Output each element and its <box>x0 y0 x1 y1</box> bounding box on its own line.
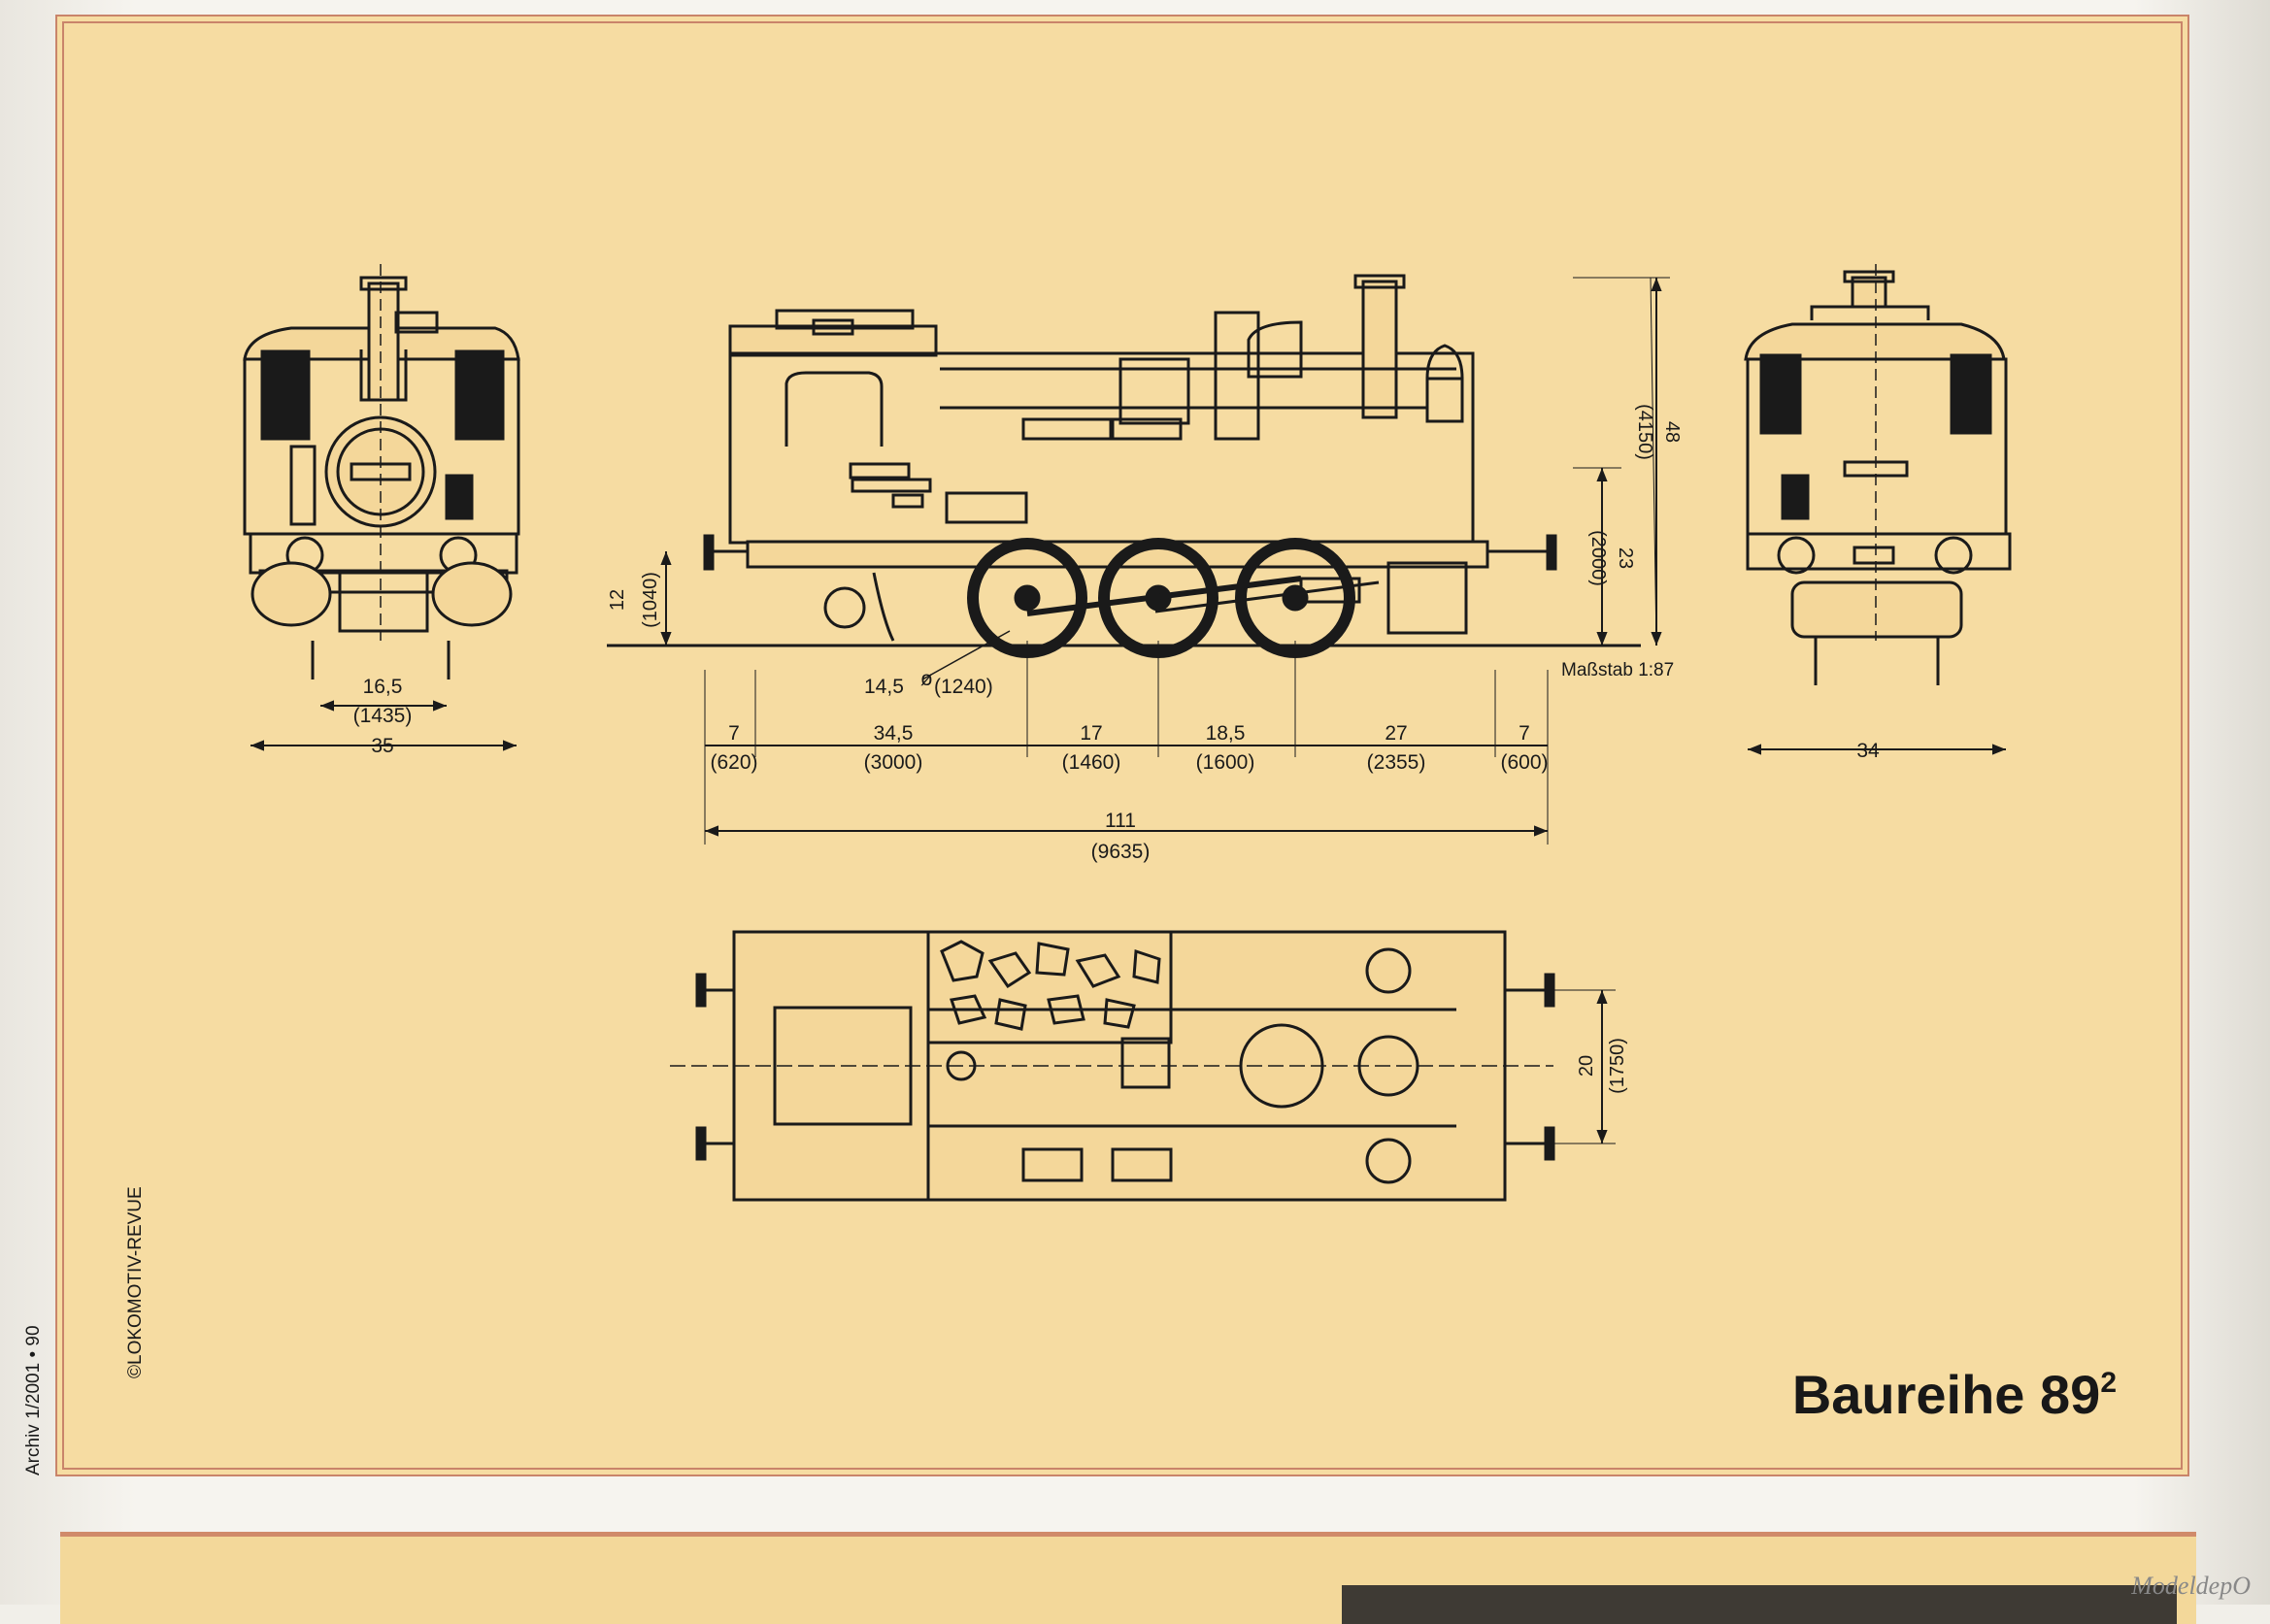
buffer-height-mm-label: (1040) <box>640 572 661 628</box>
archive-label: Archiv 1/2001 • 90 <box>23 1325 44 1475</box>
segment-6-mm-label: (600) <box>1500 751 1548 774</box>
total-length-mm-label: (9635) <box>1091 841 1151 863</box>
rear-view <box>1744 264 2012 685</box>
wheel-diameter-mm-label: (1240) <box>934 676 993 698</box>
segment-1-mm-label: (620) <box>710 751 757 774</box>
total-length-label: 111 <box>1105 810 1136 832</box>
segment-4-label: 18,5 <box>1206 722 1246 745</box>
front-view <box>243 264 520 679</box>
total-height-label: 48 <box>1661 421 1683 443</box>
front-gauge-mm-label: (1435) <box>353 705 413 727</box>
wheel-diameter-mark: ø <box>920 668 933 690</box>
wheel-diameter-label: 14,5 <box>864 676 904 698</box>
title-superscript: 2 <box>2100 1367 2117 1399</box>
top-width-label: 20 <box>1576 1055 1597 1077</box>
segment-6-label: 7 <box>1519 722 1530 745</box>
total-height-mm-label: (4150) <box>1634 404 1655 460</box>
copyright-label: ©LOKOMOTIV-REVUE <box>125 1186 146 1378</box>
top-dimensions: 20 (1750) <box>1553 989 1628 1144</box>
segment-3-mm-label: (1460) <box>1062 751 1121 774</box>
segment-4-mm-label: (1600) <box>1196 751 1255 774</box>
segment-1-label: 7 <box>728 722 740 745</box>
front-gauge-label: 16,5 <box>363 676 403 698</box>
rear-dimensions: 34 <box>1748 740 2006 762</box>
title-main: Baureihe 89 <box>1792 1364 2101 1425</box>
watermark: ModeldepO <box>2130 1572 2251 1600</box>
segment-2-label: 34,5 <box>874 722 914 745</box>
segment-2-mm-label: (3000) <box>864 751 923 774</box>
title: Baureihe 892 <box>1792 1364 2117 1425</box>
buffer-height-label: 12 <box>607 589 628 611</box>
front-width-label: 35 <box>371 735 393 757</box>
body-height-mm-label: (2000) <box>1587 530 1609 586</box>
side-view <box>703 274 1557 658</box>
segment-5-label: 27 <box>1385 722 1407 745</box>
top-width-mm-label: (1750) <box>1607 1038 1628 1094</box>
front-dimensions: 16,5 (1435) 35 <box>250 676 517 757</box>
scale-label: Maßstab 1:87 <box>1561 660 1674 680</box>
side-dimensions: 48 (4150) 23 (2000) 12 (1040) Maßstab 1:… <box>607 277 1683 863</box>
body-height-label: 23 <box>1615 547 1636 569</box>
segment-3-label: 17 <box>1080 722 1102 745</box>
segment-5-mm-label: (2355) <box>1367 751 1426 774</box>
rear-width-label: 34 <box>1856 740 1880 762</box>
top-view <box>670 930 1555 1202</box>
